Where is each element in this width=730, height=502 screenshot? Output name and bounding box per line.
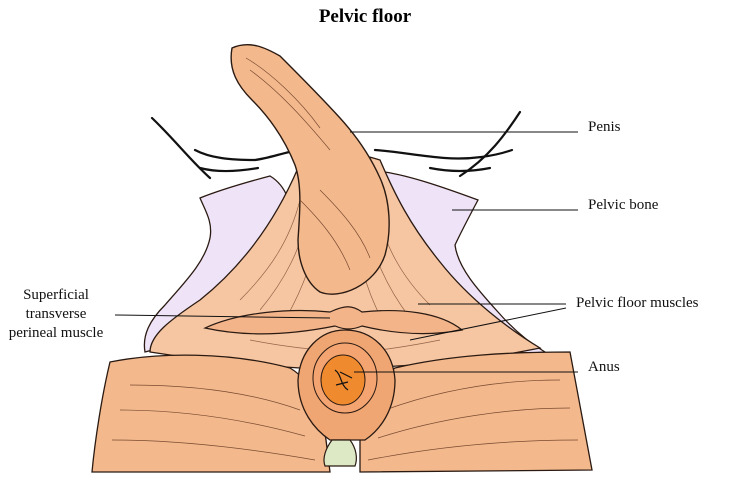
label-anus: Anus — [588, 359, 620, 375]
penis-shape — [230, 44, 390, 295]
penis-lines — [245, 57, 371, 271]
label-penis: Penis — [588, 119, 621, 135]
label-stpm-line-1: Superficial — [23, 287, 89, 303]
label-stpm-line-3: perineal muscle — [8, 325, 104, 341]
anus-shape — [320, 354, 366, 406]
coccyx — [323, 439, 357, 467]
diagram-title: Pelvic floor — [318, 6, 412, 27]
leader-transverse — [114, 314, 331, 319]
buttock-lines — [111, 379, 579, 461]
label-stpm-line-2: transverse — [25, 306, 87, 322]
label-superficial-transverse-perineal-muscle: Superficial transverse perineal muscle — [0, 286, 112, 343]
pelvis-outline — [150, 110, 522, 180]
leader-lines — [114, 131, 578, 373]
anus-folds — [334, 369, 353, 391]
leader-pelvic-floor-2 — [409, 307, 567, 341]
label-pelvic-floor-muscles: Pelvic floor muscles — [576, 295, 699, 311]
label-pelvic-bone: Pelvic bone — [588, 197, 659, 213]
transverse-perineal-muscle — [203, 306, 464, 335]
